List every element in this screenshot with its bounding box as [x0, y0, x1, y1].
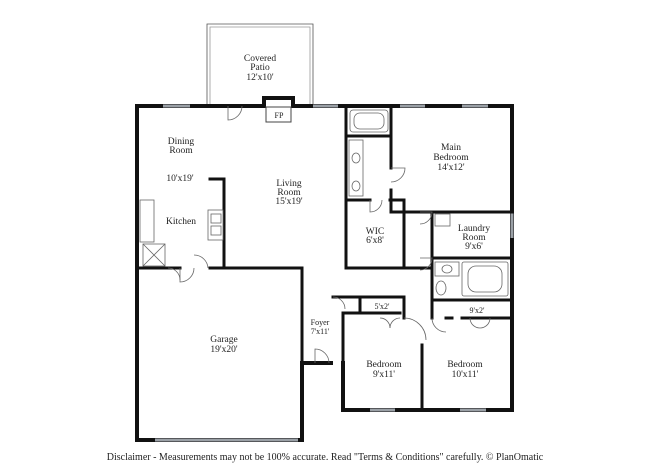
covered-patio-name-1: Covered — [244, 54, 276, 64]
wic-dims: 6'x8' — [366, 236, 384, 246]
interior-walls — [135, 104, 514, 412]
covered-patio-name-2: Patio — [250, 63, 270, 73]
living-room-name-1: Living — [276, 179, 302, 189]
room-labels: Covered Patio 12'x10' Dining Room 10'x19… — [166, 54, 490, 380]
bedroom-b-dims: 10'x11' — [452, 370, 479, 380]
kitchen-name: Kitchen — [166, 217, 196, 227]
covered-patio-dims: 12'x10' — [246, 73, 273, 83]
door-swings — [167, 105, 491, 364]
foyer-name: Foyer — [311, 318, 330, 327]
fireplace-label: FP — [275, 111, 284, 120]
laundry-room-dims: 9'x6' — [465, 242, 483, 252]
dining-room-dims: 10'x19' — [166, 174, 193, 184]
bedroom-a-dims: 9'x11' — [373, 370, 395, 380]
dining-room-name-2: Room — [169, 146, 193, 156]
bedroom-b-name: Bedroom — [447, 360, 483, 370]
laundry-room-name-1: Laundry — [458, 224, 490, 234]
laundry-room-name-2: Room — [462, 233, 486, 243]
living-room-dims: 15'x19' — [275, 197, 302, 207]
main-bedroom-dims: 14'x12' — [437, 163, 464, 173]
garage-name: Garage — [210, 335, 237, 345]
fireplace: FP — [265, 106, 292, 123]
disclaimer-text: Disclaimer - Measurements may not be 100… — [106, 452, 544, 463]
garage-dims: 19'x20' — [210, 345, 237, 355]
bedroom-a-name: Bedroom — [366, 360, 402, 370]
fixtures — [139, 109, 509, 297]
closet-b-dims: 9'x2' — [470, 306, 485, 315]
windows — [155, 104, 514, 442]
living-room-name-2: Room — [277, 188, 301, 198]
wic-name: WIC — [366, 227, 384, 237]
main-bedroom-name-2: Bedroom — [433, 153, 469, 163]
closet-a-dims: 5'x2' — [375, 302, 390, 311]
dining-room-name-1: Dining — [168, 137, 195, 147]
foyer-dims: 7'x11' — [311, 327, 330, 336]
main-bedroom-name-1: Main — [441, 143, 461, 153]
covered-patio — [206, 23, 314, 104]
